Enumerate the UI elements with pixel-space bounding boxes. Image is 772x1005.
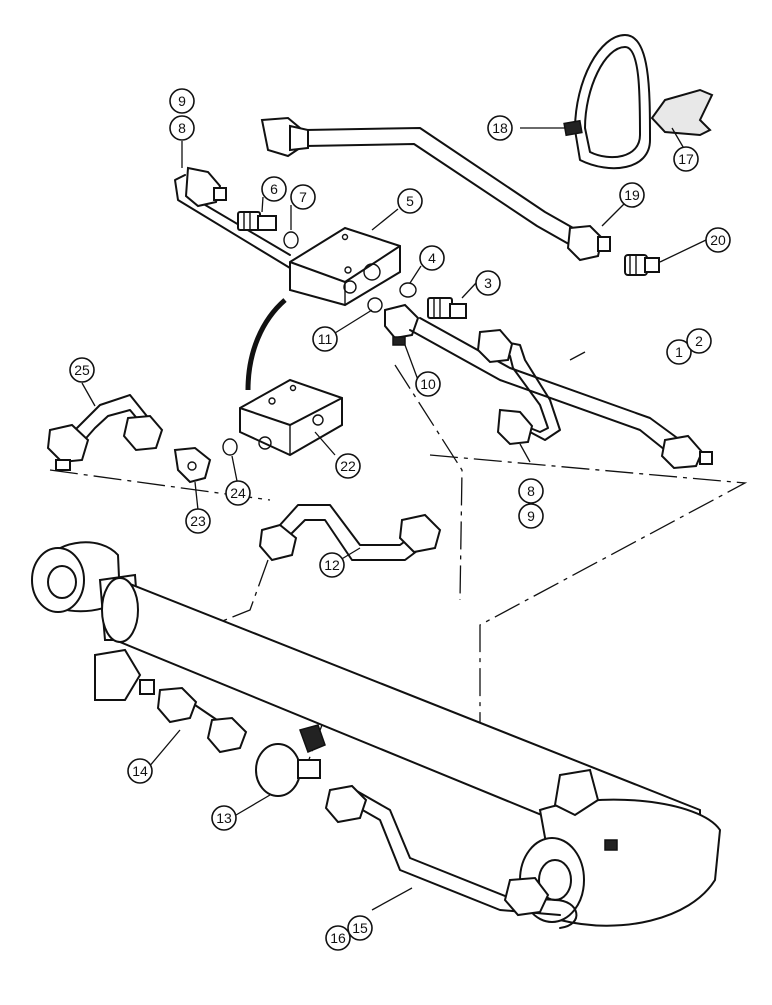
svg-text:24: 24	[230, 485, 246, 501]
svg-text:20: 20	[710, 232, 726, 248]
svg-text:6: 6	[270, 181, 278, 197]
callout-5: 5	[397, 188, 423, 214]
svg-text:9: 9	[178, 93, 186, 109]
svg-text:16: 16	[330, 930, 346, 946]
upper-tube-assembly	[260, 116, 611, 262]
svg-text:8: 8	[527, 483, 535, 499]
tube-15-16	[324, 784, 578, 929]
svg-text:14: 14	[132, 763, 148, 779]
svg-text:4: 4	[428, 250, 436, 266]
hose-25	[46, 394, 164, 471]
svg-text:23: 23	[190, 513, 206, 529]
leader-lines	[81, 127, 707, 911]
callout-24: 24	[225, 480, 251, 506]
fitting-20	[624, 254, 660, 276]
callout-22: 22	[335, 453, 361, 479]
callout-13: 13	[211, 805, 237, 831]
callout-4: 4	[419, 245, 445, 271]
assembly-arc	[245, 298, 287, 391]
svg-text:12: 12	[324, 557, 340, 573]
callout-25: 25	[69, 357, 95, 383]
tee-fitting-23	[173, 446, 212, 484]
tee-fitting-13	[255, 724, 326, 797]
valve-block-5	[289, 226, 401, 307]
o-ring-4	[399, 282, 417, 298]
callout-23: 23	[185, 508, 211, 534]
callout-8-top: 8	[169, 115, 195, 141]
svg-text:17: 17	[678, 151, 694, 167]
svg-text:10: 10	[420, 376, 436, 392]
o-ring-24	[222, 438, 238, 456]
svg-text:5: 5	[406, 193, 414, 209]
svg-text:8: 8	[178, 120, 186, 136]
svg-text:15: 15	[352, 920, 368, 936]
svg-text:2: 2	[695, 333, 703, 349]
callout-19: 19	[619, 182, 645, 208]
callout-9-top: 9	[169, 88, 195, 114]
callout-2: 2	[686, 328, 712, 354]
svg-text:22: 22	[340, 458, 356, 474]
svg-text:1: 1	[675, 344, 683, 360]
callout-17: 17	[673, 146, 699, 172]
tube-12	[258, 504, 442, 562]
callout-1: 1	[666, 339, 692, 365]
callout-18: 18	[487, 115, 513, 141]
callout-3: 3	[475, 270, 501, 296]
callout-20: 20	[705, 227, 731, 253]
callout-11: 11	[312, 326, 338, 352]
callout-15: 15	[347, 915, 373, 941]
svg-text:3: 3	[484, 275, 492, 291]
svg-text:18: 18	[492, 120, 508, 136]
clamp-cushion	[650, 88, 714, 137]
callout-14: 14	[127, 758, 153, 784]
adapter-14	[139, 679, 248, 754]
svg-text:9: 9	[527, 508, 535, 524]
hydraulic-cylinder	[31, 541, 722, 927]
callout-9-bottom: 9	[518, 503, 544, 529]
valve-block-22	[239, 378, 343, 457]
svg-text:7: 7	[299, 189, 307, 205]
tube-1-2	[409, 317, 713, 470]
callout-7: 7	[290, 184, 316, 210]
svg-text:25: 25	[74, 362, 90, 378]
callout-6: 6	[261, 176, 287, 202]
elbow-fitting-10	[384, 303, 420, 346]
svg-text:13: 13	[216, 810, 232, 826]
callout-10: 10	[415, 371, 441, 397]
o-ring-11	[367, 297, 383, 313]
hose-clamp	[563, 34, 651, 170]
svg-text:19: 19	[624, 187, 640, 203]
fitting-3	[427, 297, 467, 319]
callout-16: 16	[325, 925, 351, 951]
svg-text:11: 11	[318, 331, 333, 347]
callout-12: 12	[319, 552, 345, 578]
o-ring-7	[283, 231, 299, 249]
callout-8-bottom: 8	[518, 478, 544, 504]
fitting-6	[237, 211, 277, 231]
lower-right-tube	[476, 328, 561, 446]
